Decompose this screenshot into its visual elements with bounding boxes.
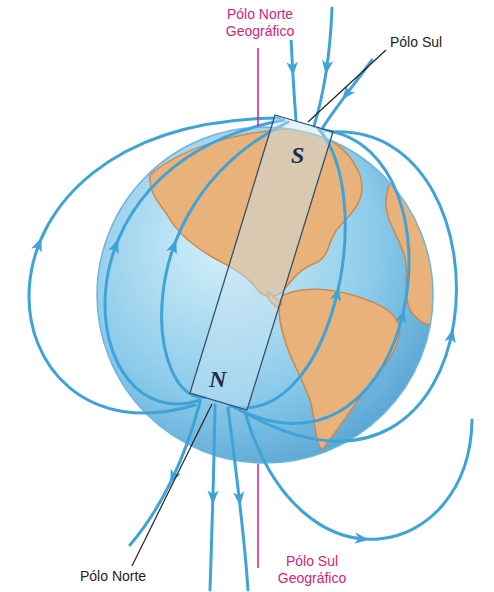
pole-letter: N: [209, 366, 226, 392]
field-lines: [29, 8, 472, 590]
field-arrow: [395, 309, 406, 324]
magnet-outline: [185, 110, 340, 420]
field-arrow: [233, 491, 244, 506]
field-arrow: [355, 533, 369, 544]
leader-line: [132, 404, 212, 566]
field-arrow: [108, 239, 119, 254]
geographic-pole-label: Pólo Sul Geográfico: [264, 553, 360, 587]
field-arrow: [31, 238, 42, 253]
bar-magnet: SN: [185, 110, 340, 420]
field-arrow: [208, 490, 219, 504]
field-arrow: [445, 328, 456, 343]
magnetic-pole-label: Pólo Norte: [78, 568, 148, 585]
field-arrow: [322, 60, 333, 75]
field-arrow: [330, 287, 341, 302]
leader-line: [308, 50, 386, 122]
field-arrow: [287, 62, 298, 76]
field-arrows: [31, 60, 455, 544]
pole-letter: S: [291, 142, 304, 168]
leader-line: [257, 48, 259, 126]
field-arrow: [342, 85, 355, 100]
geographic-pole-label: Pólo Norte Geográfico: [212, 6, 308, 40]
field-arrow: [166, 240, 177, 255]
magnetic-pole-label: Pólo Sul: [388, 34, 444, 51]
leader-line: [257, 464, 259, 568]
